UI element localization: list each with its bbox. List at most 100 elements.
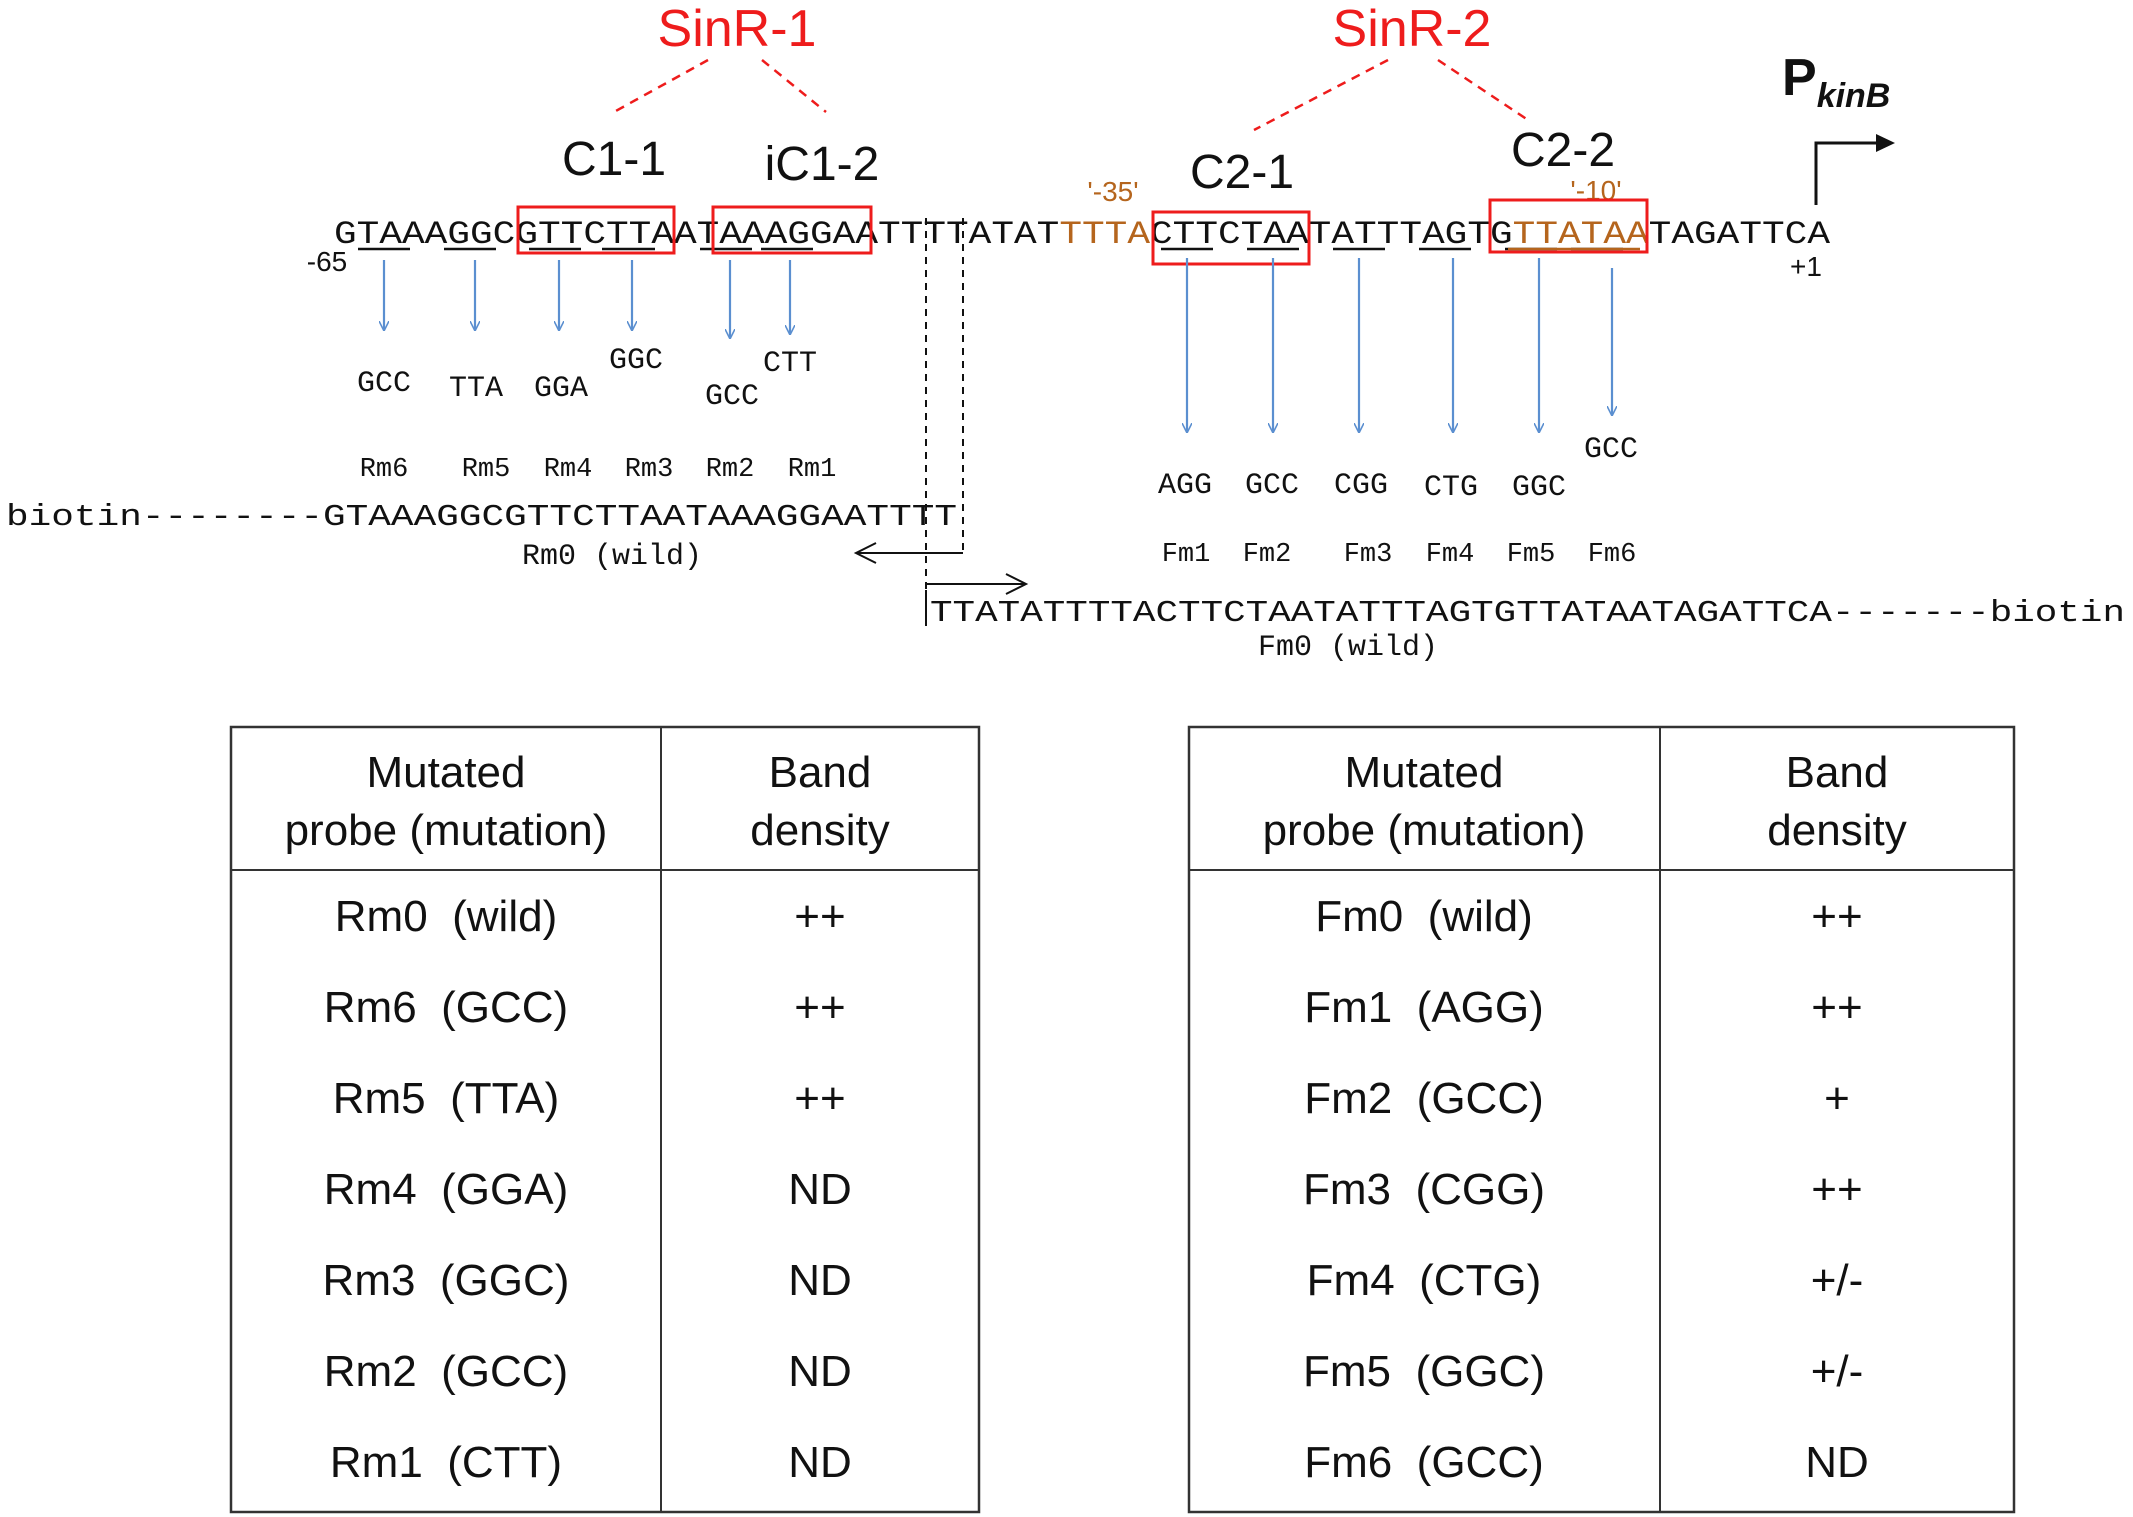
table-r-probe: Rm1 (CTT)	[330, 1438, 562, 1487]
seq-seg-8: TATTTAGTG	[1309, 216, 1513, 253]
table-f-header-col1-line1: Mutated	[1345, 748, 1504, 797]
c2-1-label: C2-1	[1190, 146, 1294, 199]
sinr2-connector-right	[1437, 58, 1529, 122]
seq-seg-5: ATTTTATAT	[855, 216, 1059, 253]
codon-fm3: CGG	[1334, 469, 1388, 503]
name-fm4: Fm4	[1426, 540, 1475, 570]
sinr1-connector-right	[761, 59, 827, 113]
table-f-header-col2-line2: density	[1767, 806, 1906, 855]
ic1-2-label: iC1-2	[765, 138, 880, 191]
codon-rm6: GCC	[357, 367, 411, 401]
promoter-diagram: SinR-1 SinR-2 C1-1 iC1-2 C2-1 C2-2 PkinB…	[6, 0, 2125, 665]
table-r-row: Rm0 (wild) ++	[335, 892, 846, 941]
table-f-probe: Fm5 (GGC)	[1303, 1347, 1545, 1396]
table-r-probe: Rm2 (GCC)	[324, 1347, 568, 1396]
table-r-row: Rm1 (CTT) ND	[330, 1438, 852, 1487]
table-f-header-col2-line1: Band	[1786, 748, 1889, 797]
table-r-probes: Mutated probe (mutation) Band density Rm…	[229, 725, 981, 1514]
table-r-probe: Rm5 (TTA)	[333, 1074, 560, 1123]
name-rm6: Rm6	[360, 455, 409, 485]
table-f-probe: Fm1 (AGG)	[1304, 983, 1544, 1032]
codon-rm2: GCC	[705, 380, 759, 414]
table-f-probe: Fm4 (CTG)	[1307, 1256, 1542, 1305]
name-fm6: Fm6	[1588, 540, 1637, 570]
name-rm5: Rm5	[462, 455, 511, 485]
seq-seg-2: GTTCTTA	[515, 216, 675, 253]
f-mutation-codons: AGG GCC CGG CTG GGC GCC	[1158, 433, 1638, 505]
sinr2-label: SinR-2	[1333, 0, 1492, 58]
table-r-density: ++	[794, 983, 845, 1032]
table-f-density: +/-	[1811, 1256, 1864, 1305]
seq-seg-10: TAGATTCA	[1649, 216, 1831, 253]
name-fm3: Fm3	[1344, 540, 1393, 570]
table-r-density: ++	[794, 1074, 845, 1123]
table-r-probe: Rm3 (GGC)	[323, 1256, 570, 1305]
c2-1-box	[1151, 210, 1311, 266]
table-f-probe: Fm0 (wild)	[1315, 892, 1533, 941]
table-r-density: ++	[794, 892, 845, 941]
r-mutation-codons: GCC TTA GGA GGC GCC CTT	[357, 344, 817, 414]
table-r-header-col2-line2: density	[750, 806, 889, 855]
table-r-row: Rm2 (GCC) ND	[324, 1347, 852, 1396]
table-r-probe: Rm0 (wild)	[335, 892, 557, 941]
codon-fm4: CTG	[1424, 471, 1478, 505]
sinr1-label: SinR-1	[658, 0, 817, 58]
table-f-row: Fm0 (wild) ++	[1315, 892, 1862, 941]
name-fm1: Fm1	[1162, 540, 1211, 570]
table-f-density: +/-	[1811, 1347, 1864, 1396]
c1-1-label: C1-1	[562, 133, 666, 186]
table-r-density: ND	[788, 1438, 852, 1487]
seq-seg-7: CTTCTAA	[1150, 216, 1310, 253]
mutation-arrows	[384, 258, 1612, 432]
f-probe-sequence: TTATATTTTACTTCTAATATTTAGTGTTATAATAGATTCA…	[930, 596, 2125, 631]
seq-seg-1: GTAAAGGC	[334, 216, 515, 253]
sinr2-connector-left	[1253, 58, 1389, 132]
seq-seg-9: TTATAA	[1513, 216, 1650, 253]
table-r-header-col1-line1: Mutated	[367, 748, 526, 797]
name-fm2: Fm2	[1243, 540, 1292, 570]
table-r-row: Rm4 (GGA) ND	[324, 1165, 852, 1214]
table-r-frame	[229, 725, 981, 1514]
promoter-p: P	[1782, 49, 1817, 107]
ic1-2-box	[711, 205, 873, 255]
codon-fm5: GGC	[1512, 471, 1566, 505]
r-probe-direction-arrow	[853, 542, 963, 564]
table-r-row: Rm6 (GCC) ++	[324, 983, 846, 1032]
r-mutation-names: Rm6 Rm5 Rm4 Rm3 Rm2 Rm1	[360, 455, 837, 485]
promoter-label: PkinB	[1782, 49, 1890, 115]
seq-seg-6: TTTA	[1059, 216, 1151, 253]
table-f-probes: Mutated probe (mutation) Band density Fm…	[1187, 725, 2016, 1514]
name-rm1: Rm1	[788, 455, 837, 485]
f-probe-label: Fm0 (wild)	[1258, 631, 1438, 665]
r-probe-label: Rm0 (wild)	[522, 540, 702, 574]
table-f-frame	[1187, 725, 2016, 1514]
name-rm3: Rm3	[625, 455, 674, 485]
table-r-row: Rm5 (TTA) ++	[333, 1074, 846, 1123]
table-r-header-col1-line2: probe (mutation)	[285, 806, 608, 855]
codon-rm3: GGC	[609, 344, 663, 378]
table-f-density: ++	[1811, 1165, 1862, 1214]
table-f-header-col1-line2: probe (mutation)	[1263, 806, 1586, 855]
table-f-density: ++	[1811, 983, 1862, 1032]
c1-1-box	[516, 205, 676, 255]
table-f-probe: Fm2 (GCC)	[1304, 1074, 1544, 1123]
table-f-density: +	[1824, 1074, 1850, 1123]
seq-seg-4: AAAGGA	[719, 216, 856, 253]
table-f-row: Fm1 (AGG) ++	[1304, 983, 1862, 1032]
table-f-row: Fm3 (CGG) ++	[1303, 1165, 1863, 1214]
table-f-density: ++	[1811, 892, 1862, 941]
codon-rm1: CTT	[763, 347, 817, 381]
c2-2-box	[1488, 198, 1649, 254]
r-probe-sequence: biotin--------GTAAAGGCGTTCTTAATAAAGGAATT…	[6, 500, 957, 535]
table-r-density: ND	[788, 1347, 852, 1396]
table-f-row: Fm5 (GGC) +/-	[1303, 1347, 1863, 1396]
tss-arrow-head	[1876, 134, 1895, 152]
tss-arrow	[1814, 141, 1890, 205]
tss-position: +1	[1790, 251, 1822, 282]
table-r-density: ND	[788, 1165, 852, 1214]
table-r-probe: Rm6 (GCC)	[324, 983, 568, 1032]
name-fm5: Fm5	[1507, 540, 1556, 570]
table-f-density: ND	[1805, 1438, 1869, 1487]
